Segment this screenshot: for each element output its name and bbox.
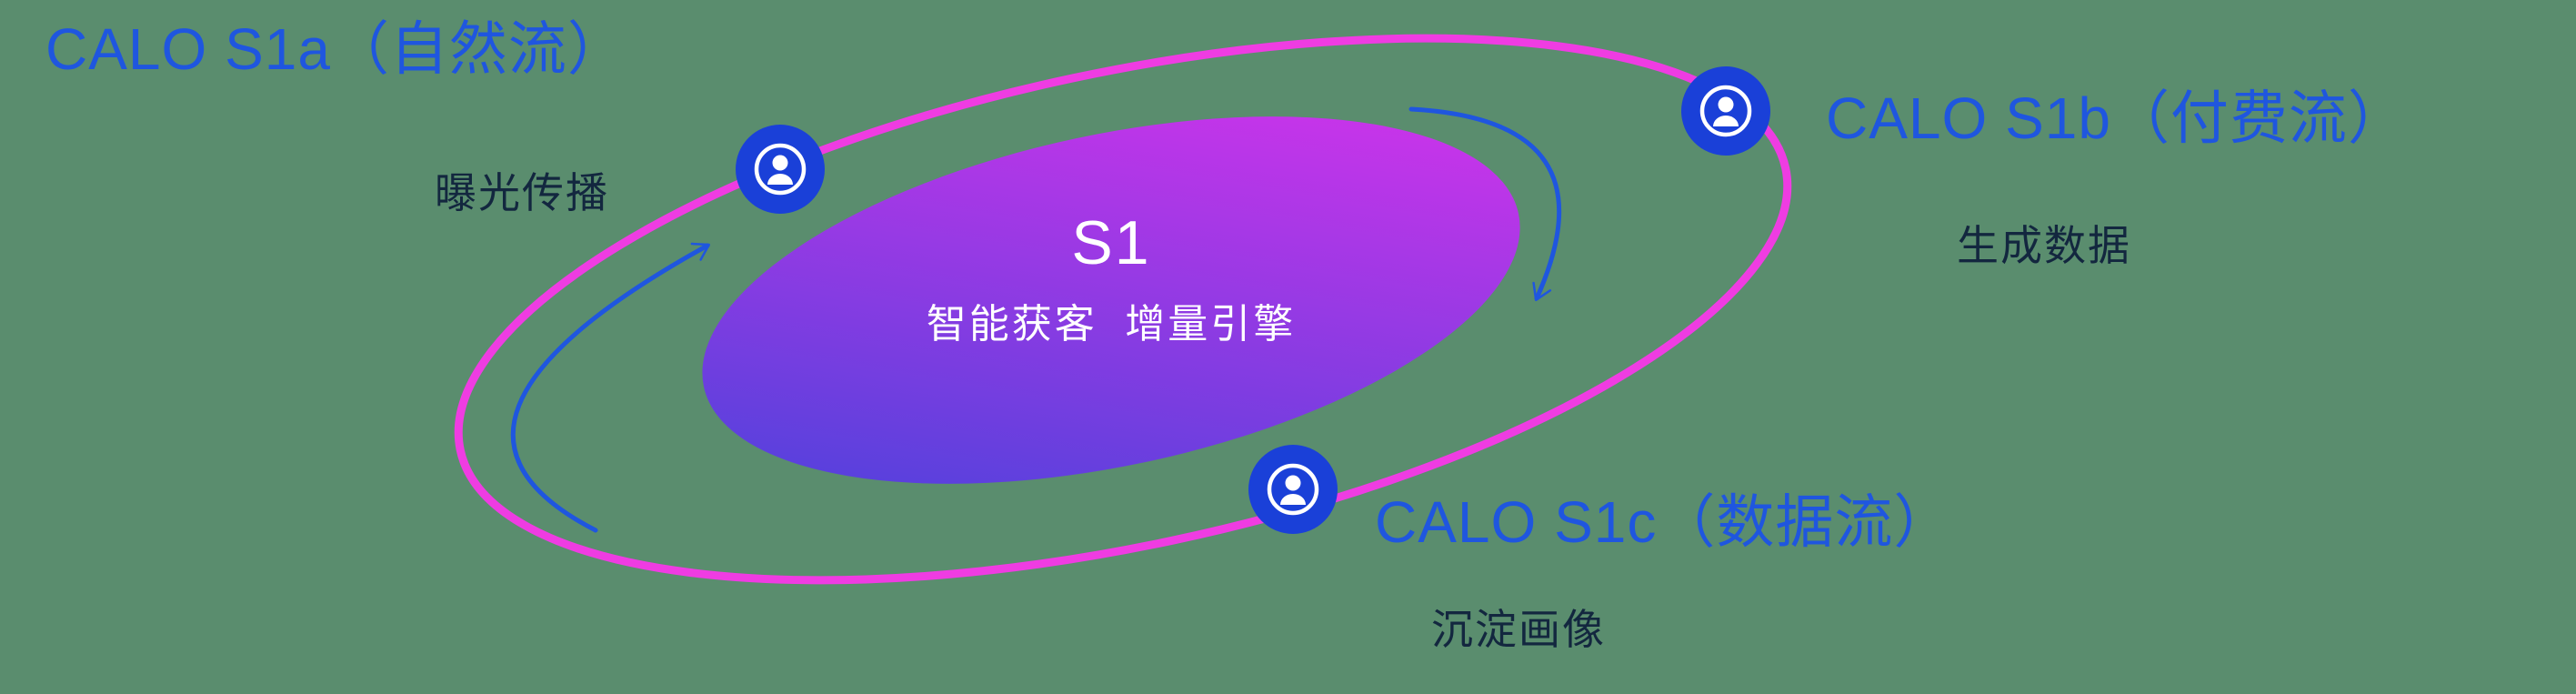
- node-title-s1a: CALO S1a（自然流）: [45, 16, 626, 82]
- node-title-s1c: CALO S1c（数据流）: [1375, 489, 1953, 555]
- node-subtitle-s1b: 生成数据: [1957, 222, 2131, 269]
- center-gradient-ellipse: [702, 116, 1520, 484]
- cycle-arrow-left: [510, 242, 711, 533]
- node-subtitle-s1c: 沉淀画像: [1431, 606, 1606, 653]
- center-title: S1: [1071, 208, 1151, 277]
- user-node-icon-s1c: [1248, 445, 1338, 534]
- orbit-ring: [454, 34, 1792, 585]
- user-node-icon-s1a: [736, 125, 825, 214]
- node-subtitle-s1a: 曝光传播: [435, 169, 609, 216]
- center-subtitle: 智能获客 增量引擎: [926, 302, 1297, 347]
- center-label: S1 智能获客 增量引擎: [927, 207, 1296, 349]
- user-node-icon-s1b: [1681, 66, 1770, 156]
- cycle-arrow-right: [1408, 106, 1562, 302]
- node-title-s1b: CALO S1b（付费流）: [1826, 85, 2407, 151]
